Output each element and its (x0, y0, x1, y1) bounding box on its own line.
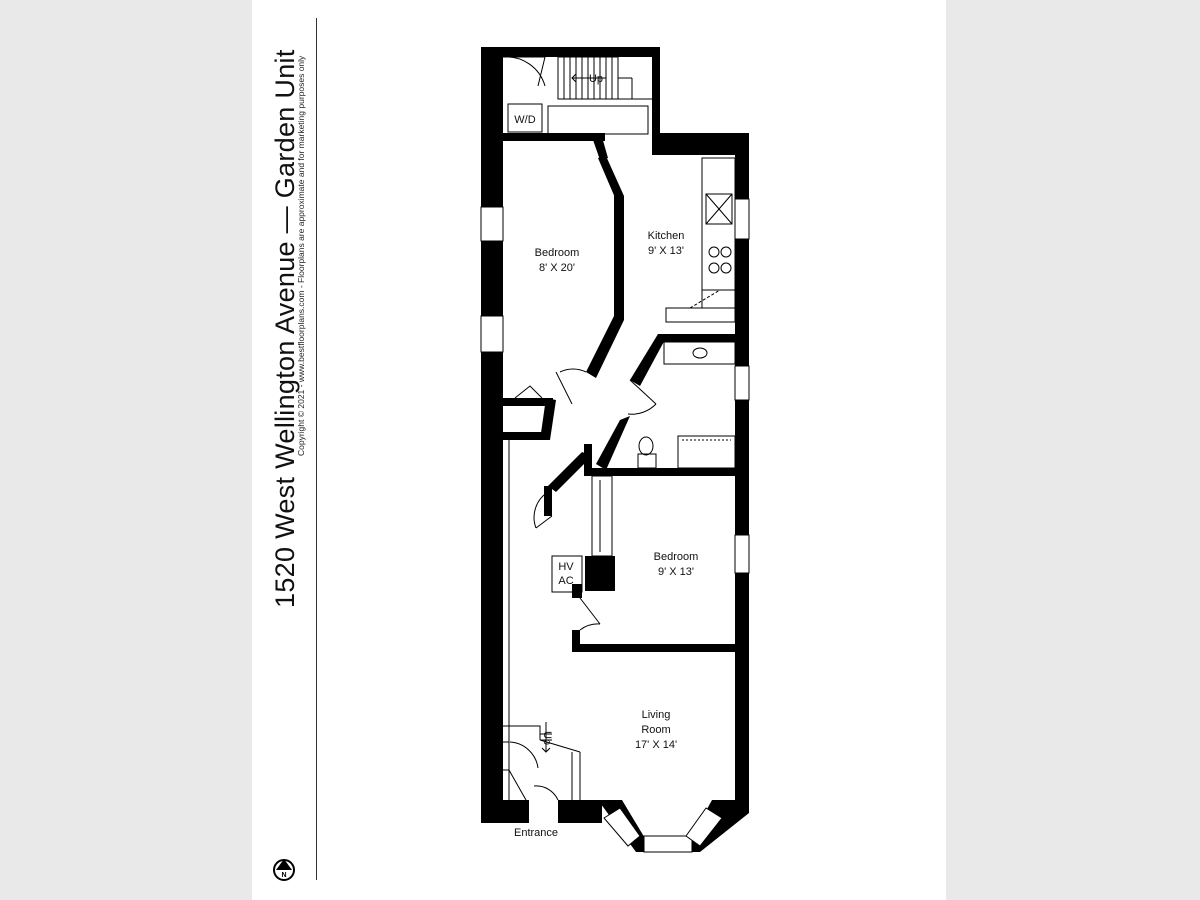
bedroom2-size: 9' X 13' (658, 566, 694, 578)
kitchen-size: 9' X 13' (648, 245, 684, 257)
entrance-label: Entrance (514, 827, 558, 839)
stairs-up-label: Up (589, 73, 603, 85)
north-label: N (281, 872, 286, 879)
kitchen-name: Kitchen (648, 230, 685, 242)
windows (480, 198, 750, 853)
north-arrow-icon: N (273, 859, 295, 881)
entry-up-label: Up (541, 731, 553, 745)
bedroom1-name: Bedroom (535, 247, 580, 259)
bedroom2-name: Bedroom (654, 551, 699, 563)
living-size: 17' X 14' (635, 739, 677, 751)
bedroom1-size: 8' X 20' (539, 262, 575, 274)
hvac-label-1: HV (558, 561, 574, 573)
title-divider (316, 18, 317, 880)
fixtures (486, 56, 736, 801)
interior-walls (503, 133, 735, 652)
living-name: Living (642, 709, 671, 721)
washer-dryer-label: W/D (514, 114, 535, 126)
living-name2: Room (641, 724, 670, 736)
hvac-label-2: AC (558, 575, 573, 587)
